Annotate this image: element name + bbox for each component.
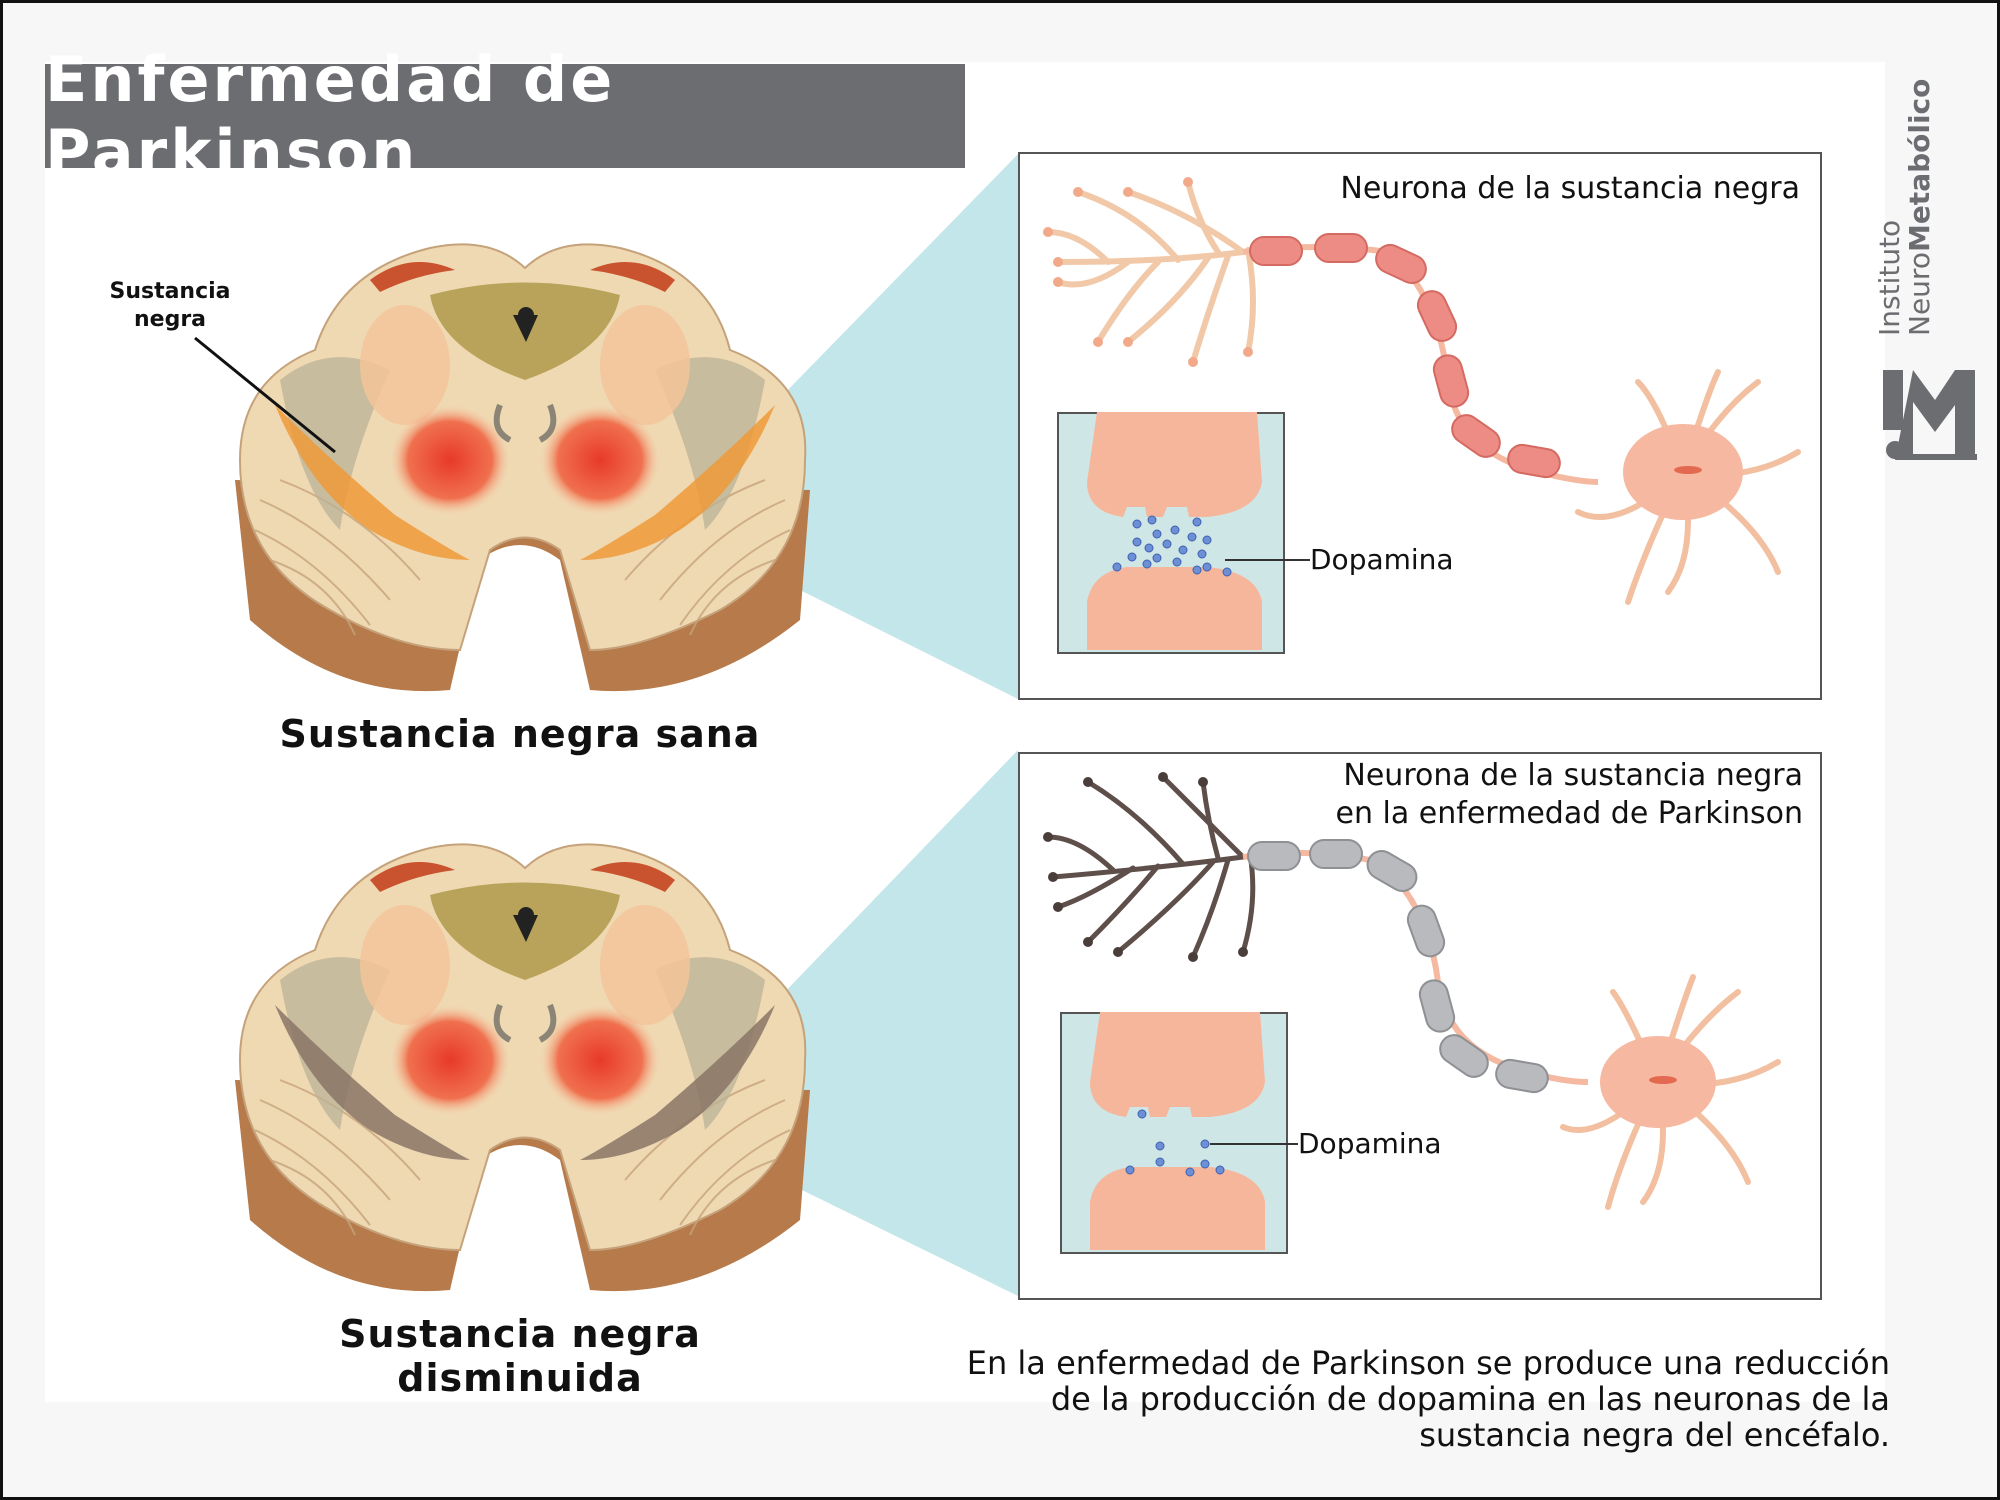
institute-logo: Instituto NeuroMetabólico — [1873, 78, 1985, 480]
healthy-dopamine-label: Dopamina — [1310, 543, 1454, 576]
logo-wordmark: Instituto NeuroMetabólico — [1873, 78, 1936, 336]
page-title: Enfermedad de Parkinson — [45, 43, 616, 189]
substantia-nigra-diminished-right — [580, 1005, 775, 1160]
healthy-neuron-drawing — [1043, 177, 1801, 605]
description-line3: sustancia negra del encéfalo. — [1419, 1416, 1890, 1454]
parkinson-synapse-drawing — [1090, 1012, 1265, 1250]
brainstem-healthy — [235, 243, 810, 692]
substantia-nigra-left — [275, 405, 470, 560]
description-line2: de la producción de dopamina en las neur… — [1050, 1380, 1890, 1418]
brainstem-diseased — [235, 843, 810, 1292]
substantia-nigra-diminished-left — [275, 1005, 470, 1160]
parkinson-dopamine-label: Dopamina — [1298, 1127, 1442, 1160]
parkinson-neuron-drawing — [1043, 772, 1781, 1210]
title-bar: Enfermedad de Parkinson — [45, 43, 965, 189]
logo-line2: NeuroMetabólico — [1903, 78, 1936, 336]
substantia-nigra-right — [580, 405, 775, 560]
parkinson-neuron-title: Neurona de la sustancia negra en la enfe… — [1250, 757, 1803, 833]
description: En la enfermedad de Parkinson se produce… — [960, 1345, 1890, 1453]
healthy-caption: Sustancia negra sana — [279, 712, 761, 756]
parkinson-title-line2: en la enfermedad de Parkinson — [1335, 796, 1803, 831]
red-nucleus-right — [540, 405, 660, 515]
parkinson-title-line1: Neurona de la sustancia negra — [1343, 758, 1803, 793]
grey-region-right — [655, 357, 765, 530]
diseased-caption: Sustancia negra disminuida — [339, 1312, 701, 1400]
description-line1: En la enfermedad de Parkinson se produce… — [966, 1344, 1890, 1382]
healthy-neuron-title: Neurona de la sustancia negra — [1340, 171, 1800, 206]
substantia-nigra-label: Sustancia negra — [109, 279, 231, 332]
logo-line1: Instituto — [1873, 219, 1906, 336]
healthy-synapse-drawing — [1087, 412, 1281, 650]
red-nucleus-left — [390, 405, 510, 515]
logo-mark — [1883, 370, 1977, 460]
